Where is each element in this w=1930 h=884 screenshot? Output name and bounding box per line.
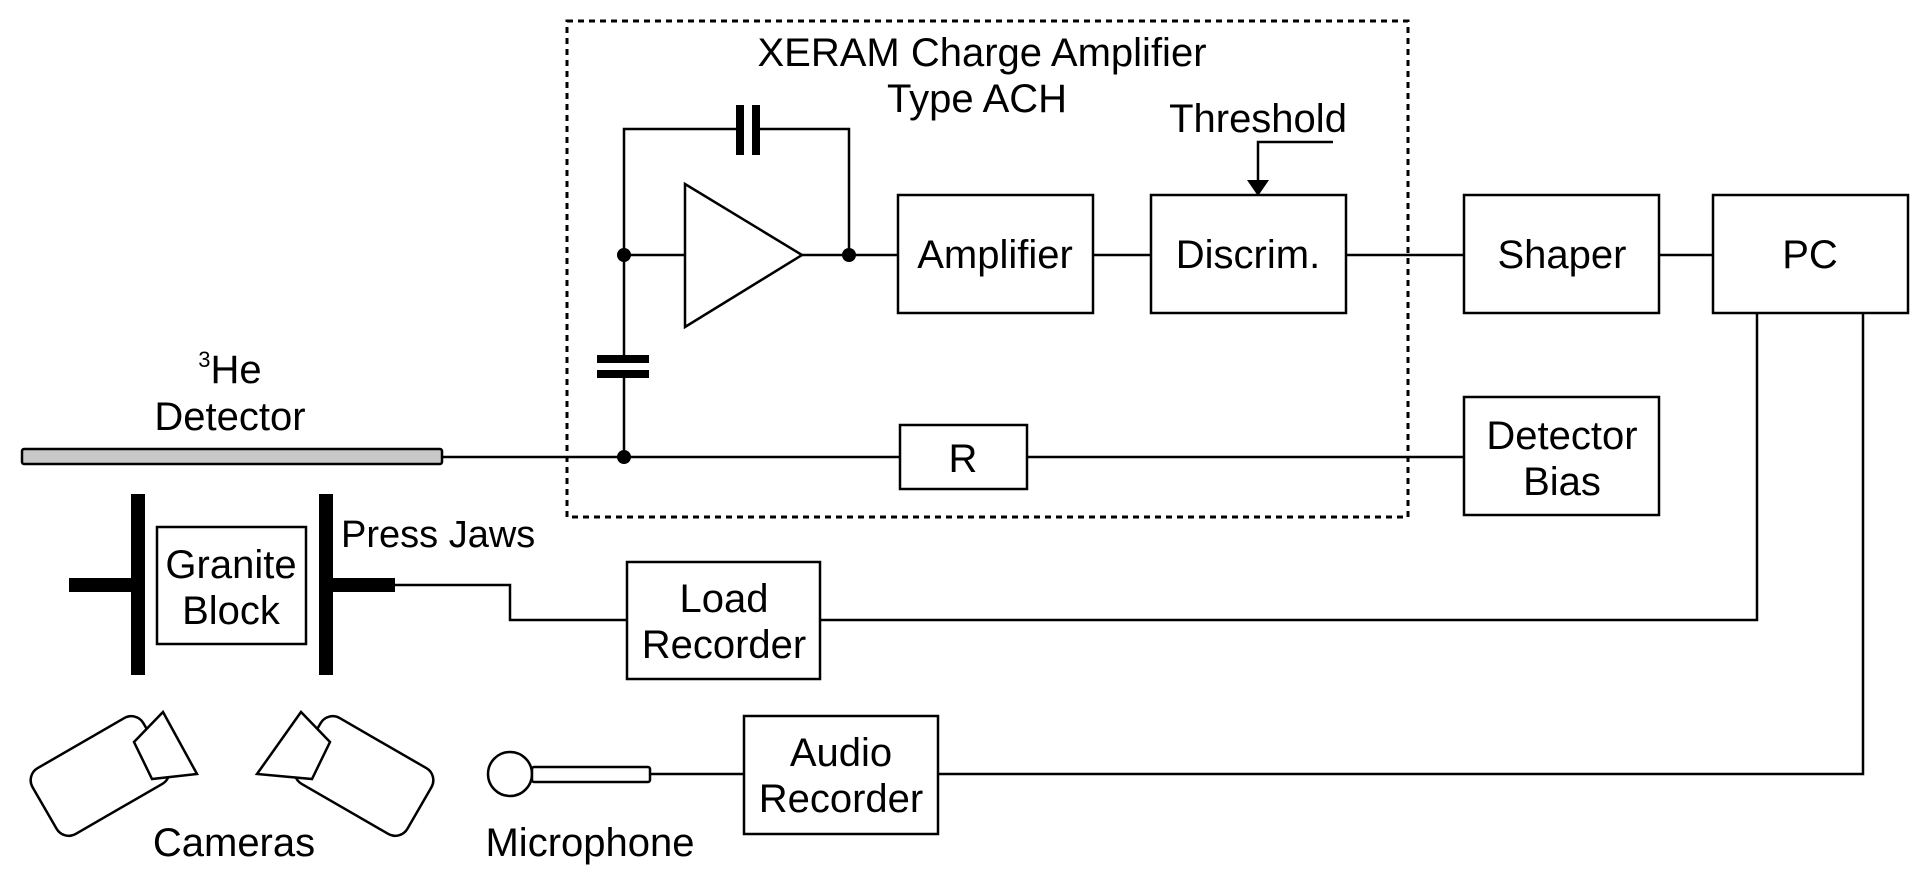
granite-block	[155, 525, 308, 646]
detector-bias-block	[1462, 395, 1661, 517]
threshold-arrow-line	[1256, 140, 1333, 183]
audio-recorder-block	[742, 714, 940, 836]
discriminator-label: Discrim.	[1176, 233, 1320, 277]
module-title-line2: Type ACH	[887, 77, 1067, 121]
detector-bias-label-line1: Detector	[1486, 414, 1637, 458]
press-to-load-recorder-wire	[395, 583, 627, 622]
microphone-label: Microphone	[485, 821, 694, 865]
load-recorder-label-line1: Load	[680, 577, 769, 621]
audio-recorder-label-line1: Audio	[790, 731, 892, 775]
resistor-block	[898, 423, 1029, 491]
load-recorder-label-line2: Recorder	[642, 623, 807, 667]
press-jaws	[69, 494, 395, 675]
camera-left	[29, 709, 199, 838]
charge-amplifier-module-boundary	[565, 19, 1410, 519]
detector-label-line2: Detector	[154, 395, 305, 439]
microphone-head	[486, 750, 534, 798]
threshold-arrowhead	[1247, 180, 1269, 196]
module-title-line1: XERAM Charge Amplifier	[757, 31, 1206, 75]
detector-bias-label-line2: Bias	[1523, 460, 1601, 504]
feedback-capacitor	[736, 105, 760, 155]
microphone-handle	[530, 765, 652, 784]
output-node-dot	[842, 248, 856, 262]
pc-label: PC	[1782, 233, 1838, 277]
camera-left-lens	[132, 709, 199, 781]
discriminator-block	[1149, 193, 1348, 315]
feedback-loop	[622, 127, 851, 255]
granite-label-line1: Granite	[165, 543, 296, 587]
camera-right-lens	[254, 710, 332, 781]
detector-label-line1: 3He	[198, 347, 261, 392]
press-jaw-right-arm	[319, 578, 395, 592]
granite-label-line2: Block	[182, 589, 281, 633]
press-jaw-left-arm	[69, 578, 145, 592]
detector-superscript: 3	[198, 347, 210, 372]
cameras-label: Cameras	[153, 821, 315, 865]
load-recorder-block	[625, 560, 822, 681]
pc-to-audio-recorder-wire	[938, 313, 1865, 776]
pc-block	[1711, 193, 1910, 315]
audio-recorder-label-line2: Recorder	[759, 777, 924, 821]
press-jaws-label: Press Jaws	[341, 514, 535, 556]
shaper-label: Shaper	[1498, 233, 1627, 277]
detector-he-text: He	[211, 348, 262, 392]
coupling-capacitor-plate-top	[597, 355, 649, 363]
threshold-label: Threshold	[1169, 97, 1347, 141]
coupling-capacitor-plate-bottom	[597, 370, 649, 378]
he3-detector-tube	[20, 447, 444, 466]
amplifier-label: Amplifier	[917, 233, 1073, 277]
camera-right	[254, 710, 435, 838]
resistor-label: R	[949, 437, 978, 481]
charge-amplifier-triangle	[683, 181, 805, 330]
pc-to-load-recorder-wire	[820, 313, 1759, 622]
